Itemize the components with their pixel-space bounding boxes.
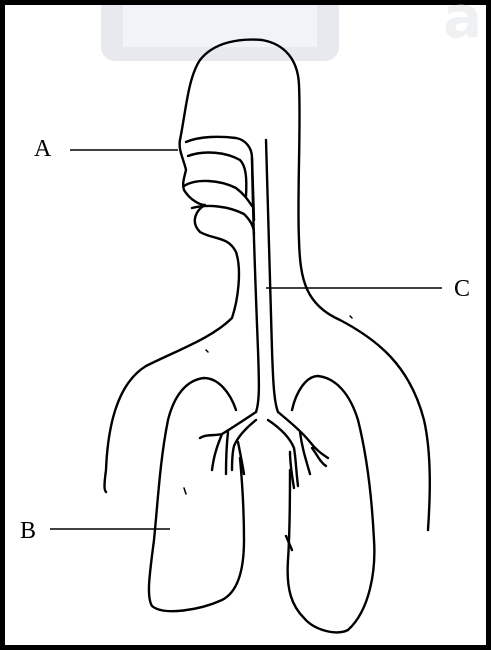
label-c: C	[454, 276, 470, 302]
right-bronchus	[278, 412, 328, 474]
left-lung	[149, 378, 244, 611]
right-lung	[288, 376, 375, 632]
label-a: A	[34, 136, 52, 162]
left-bronchus	[200, 412, 256, 474]
trachea	[252, 158, 259, 412]
label-b: B	[20, 518, 36, 544]
